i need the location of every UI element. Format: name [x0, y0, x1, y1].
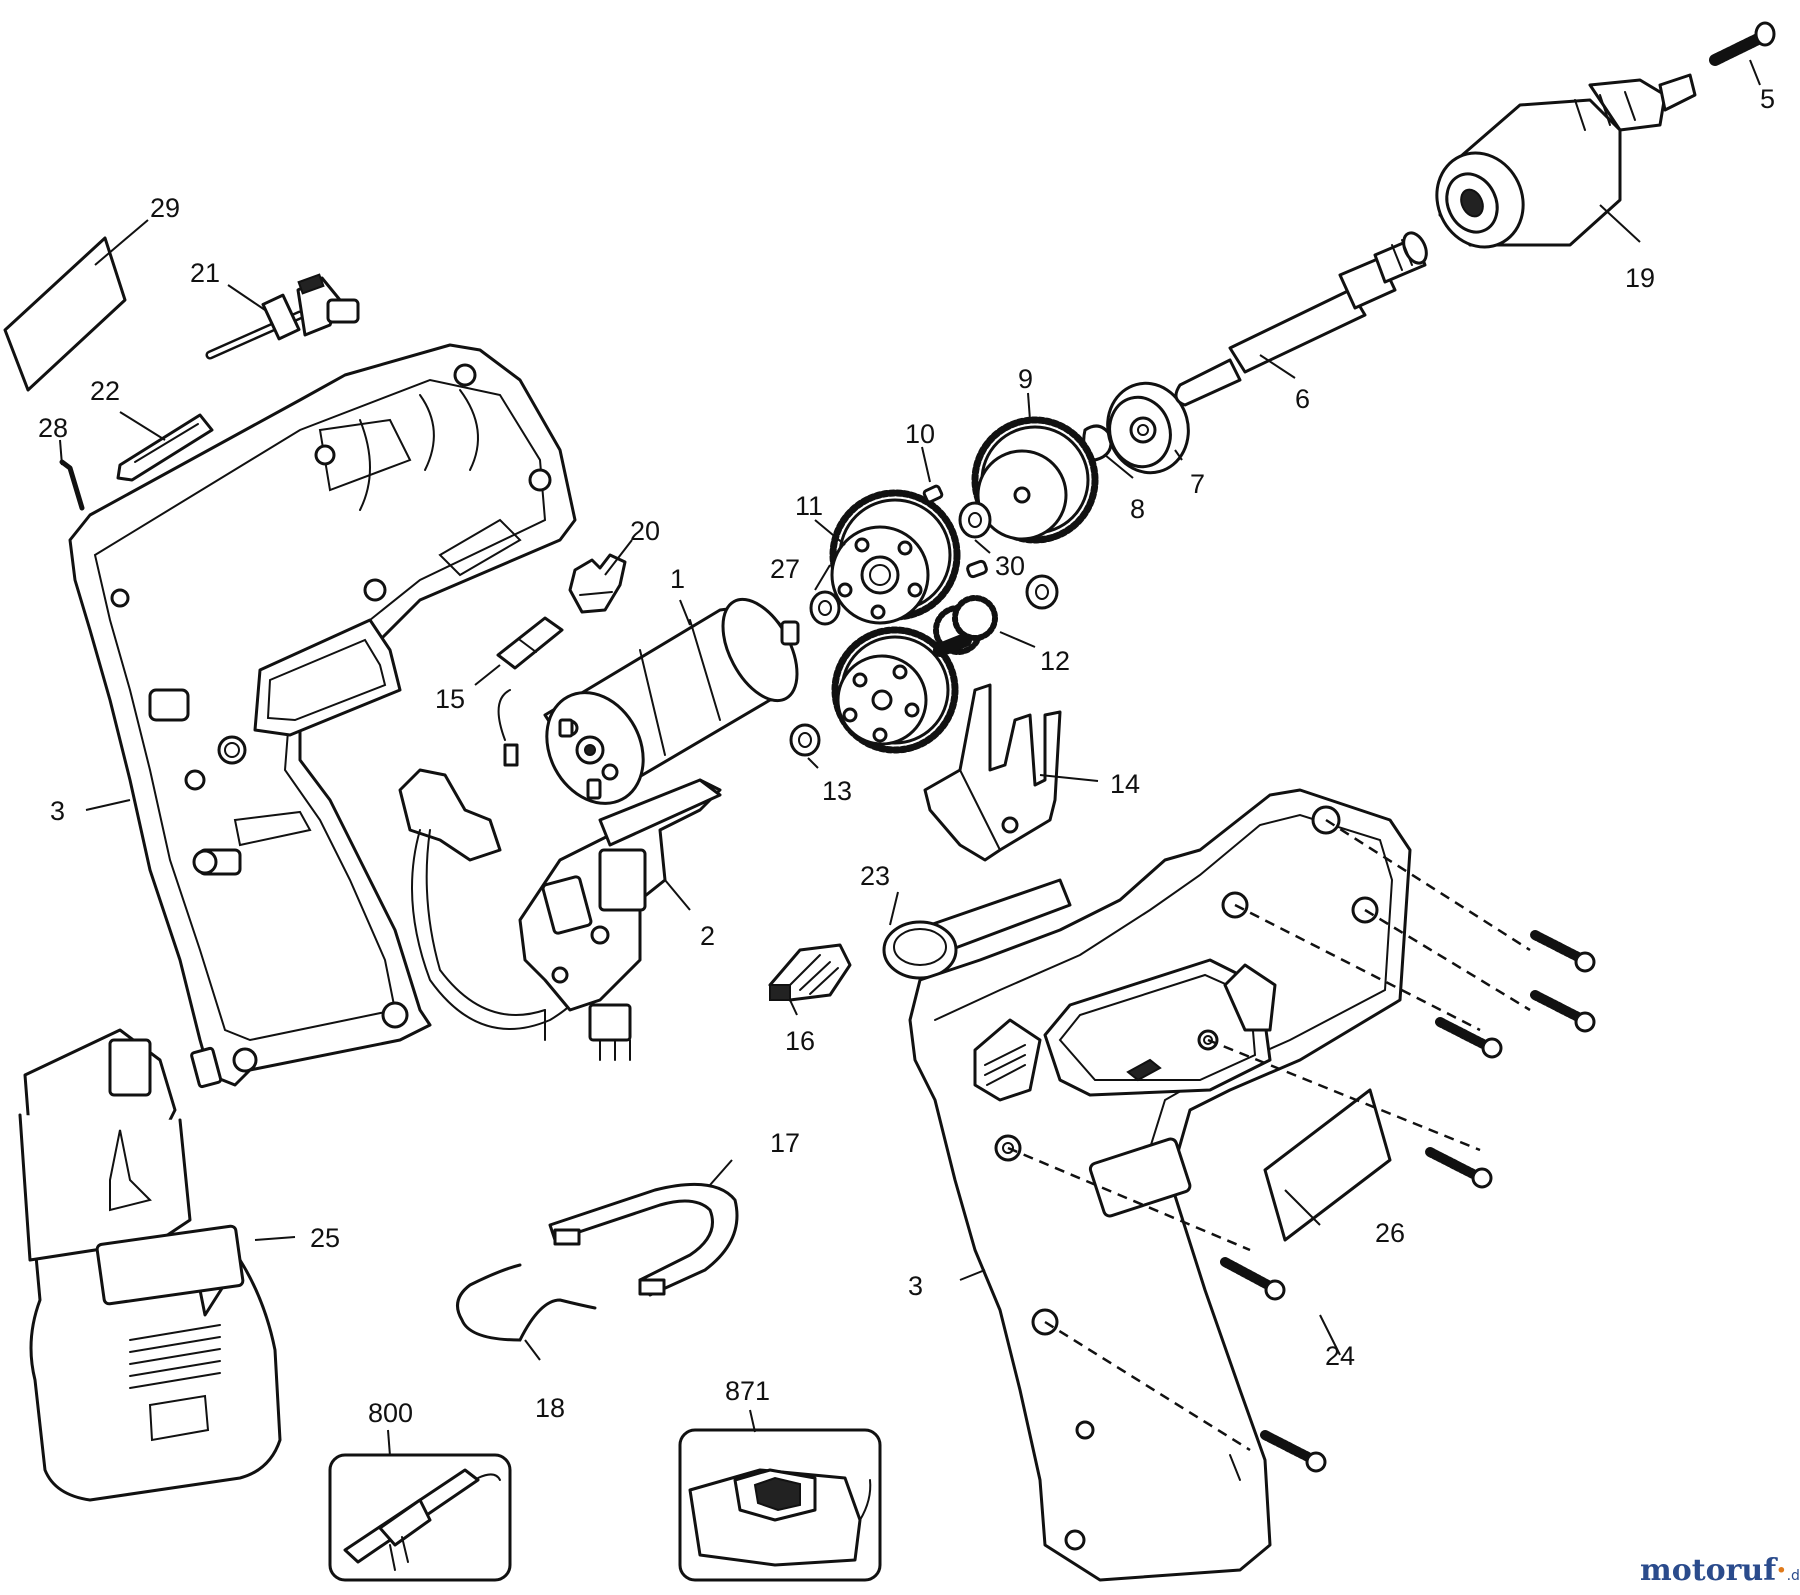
- part-18-wire-spring: [456, 1263, 597, 1342]
- part-871-charger-box: [678, 1428, 882, 1582]
- part-800-accessory-box: [328, 1453, 512, 1582]
- label-22: 22: [90, 376, 120, 406]
- part-3-left-housing: [68, 343, 577, 1089]
- label-21: 21: [190, 258, 220, 288]
- part-14-bracket: [923, 683, 1062, 862]
- part-30-washer: [958, 501, 992, 579]
- label-25: 25: [310, 1223, 340, 1253]
- label-2: 2: [700, 921, 715, 951]
- part-16-button: [768, 943, 852, 1002]
- label-19: 19: [1625, 263, 1655, 293]
- part-28-pin: [59, 459, 85, 511]
- watermark-domain: .de: [1787, 1568, 1800, 1584]
- label-17: 17: [770, 1128, 800, 1158]
- label-18: 18: [535, 1393, 565, 1423]
- part-5-screw: [1709, 21, 1776, 66]
- screw-guide-lines: [1007, 818, 1531, 1452]
- label-9: 9: [1018, 364, 1033, 394]
- label-30: 30: [995, 551, 1025, 581]
- part-9-gear: [971, 416, 1099, 544]
- watermark-brand: motoruf: [1640, 1553, 1778, 1588]
- label-6: 6: [1295, 384, 1310, 414]
- part-21-chuck-key: [205, 273, 360, 360]
- label-800: 800: [368, 1398, 413, 1428]
- label-14: 14: [1110, 769, 1140, 799]
- label-16: 16: [785, 1026, 815, 1056]
- watermark-accent: ·: [1776, 1553, 1786, 1588]
- part-13-bushing: [789, 723, 821, 757]
- part-19-chuck: [1435, 73, 1697, 249]
- label-20: 20: [630, 516, 660, 546]
- leader-lines: [59, 59, 1761, 1457]
- part-22-screwdriver-bit: [116, 413, 214, 482]
- label-26: 26: [1375, 1218, 1405, 1248]
- part-labels: 29 21 22 28 20 1 15 3 2 27 11 10 9 30 12…: [38, 84, 1775, 1428]
- label-3b: 3: [908, 1271, 923, 1301]
- label-871: 871: [725, 1376, 770, 1406]
- part-lower-gear: [831, 626, 972, 754]
- part-3-right-housing: [908, 788, 1412, 1582]
- label-13: 13: [822, 776, 852, 806]
- part-10-pin: [922, 484, 944, 504]
- label-8: 8: [1130, 494, 1145, 524]
- label-24: 24: [1325, 1341, 1355, 1371]
- part-25-battery: [18, 1028, 282, 1502]
- label-23: 23: [860, 861, 890, 891]
- part-24-screws: [1220, 930, 1596, 1473]
- part-29-label-sticker: [3, 236, 127, 392]
- part-26-label: [1263, 1088, 1392, 1242]
- part-2-switch: [398, 689, 722, 1061]
- label-7: 7: [1190, 469, 1205, 499]
- part-6-spindle: [1174, 231, 1428, 407]
- part-23-switch-slider: [882, 878, 1072, 980]
- label-12: 12: [1040, 646, 1070, 676]
- label-1: 1: [670, 564, 685, 594]
- part-7-bearing: [1106, 381, 1190, 475]
- label-27: 27: [770, 554, 800, 584]
- svg-text:motoruf·.de: motoruf·.de: [1640, 1553, 1800, 1588]
- part-20-bracket: [568, 553, 627, 614]
- label-29: 29: [150, 193, 180, 223]
- part-11-gear: [829, 489, 961, 625]
- part-27-bushing: [809, 590, 841, 626]
- label-10: 10: [905, 419, 935, 449]
- part-15-connector: [496, 616, 564, 670]
- label-11: 11: [795, 491, 823, 521]
- part-1-motor: [543, 597, 800, 805]
- label-15: 15: [435, 684, 465, 714]
- part-8-snap-ring: [1082, 424, 1113, 462]
- label-3a: 3: [50, 796, 65, 826]
- label-28: 28: [38, 413, 68, 443]
- part-12-pinion: [933, 574, 1059, 655]
- label-5: 5: [1760, 84, 1775, 114]
- part-17-clip: [548, 1182, 739, 1297]
- watermark: motoruf·.de: [1640, 1553, 1800, 1588]
